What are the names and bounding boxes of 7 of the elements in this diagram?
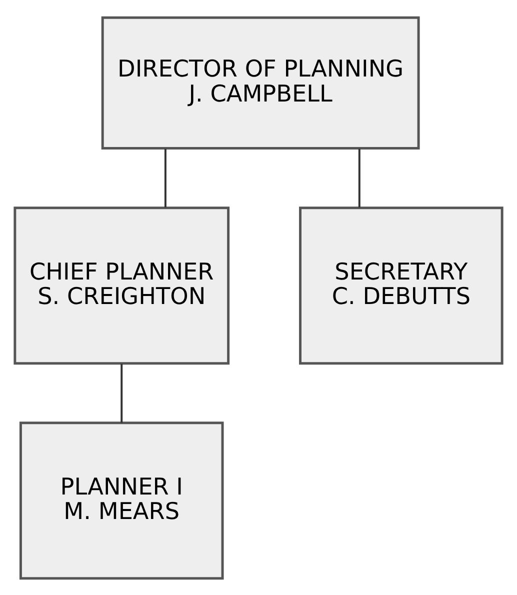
node-box: SECRETARY C. DEBUTTS (299, 206, 504, 364)
node-box: CHIEF PLANNER S. CREIGHTON (14, 206, 230, 364)
connector (120, 363, 123, 422)
node-box: PLANNER I M. MEARS (19, 421, 224, 580)
connector (164, 148, 166, 207)
connector (358, 148, 360, 207)
node-box: DIRECTOR OF PLANNING J. CAMPBELL (101, 16, 420, 150)
